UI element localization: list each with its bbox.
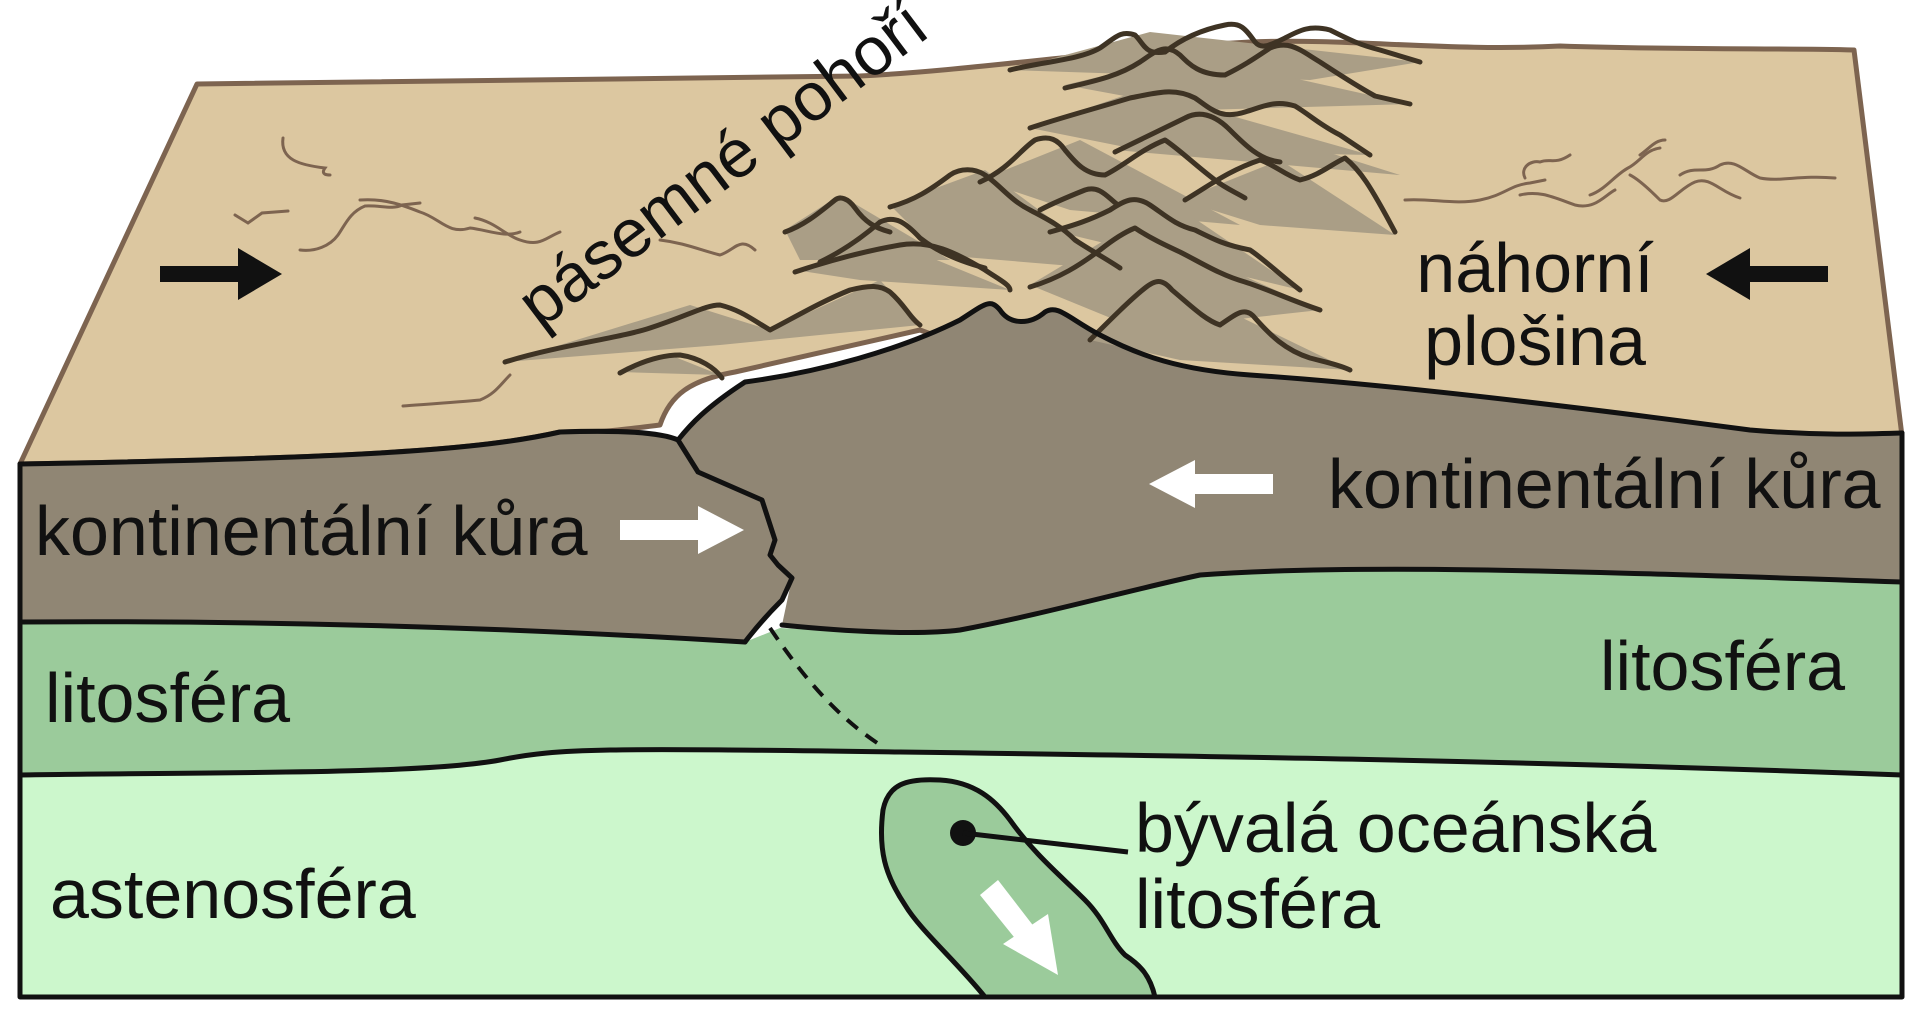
lithosphere-layer (20, 569, 1902, 775)
crust-top-outline (17, 301, 1905, 467)
surface-cracks (233, 136, 1837, 408)
label-crust-right: kontinentální kůra (1328, 445, 1881, 523)
crust-right (678, 303, 1902, 633)
arrow-right-icon (620, 520, 700, 540)
label-plateau-line1: náhorní (1416, 229, 1654, 307)
suture-outline (675, 437, 795, 645)
lithosphere-base-outline (17, 747, 1905, 778)
crust-base-right-outline (779, 566, 1905, 635)
label-lithosphere-left: litosféra (45, 659, 290, 737)
label-plateau-line2: plošina (1424, 302, 1646, 380)
label-lithosphere-right: litosféra (1600, 627, 1845, 705)
frame-outline (17, 430, 1905, 1000)
subduction-trace (768, 626, 887, 750)
crust-motion-arrow-left (620, 506, 744, 554)
mountain-ridgelines (502, 21, 1423, 381)
outlines (17, 301, 1905, 1000)
slab-former-oceanic-lithosphere (878, 777, 1158, 1000)
arrow-down-right-icon (980, 880, 1035, 942)
push-arrow-right (1706, 248, 1828, 300)
arrow-right-icon-head (698, 506, 744, 554)
arrow-right-icon-head (238, 248, 282, 300)
crust-left (20, 431, 792, 642)
arrow-right-icon (160, 266, 240, 282)
slab-leader-line (962, 830, 1129, 855)
push-arrow-left (160, 248, 282, 300)
slab-motion-arrow (980, 880, 1058, 975)
mountain-range (502, 21, 1423, 381)
arrow-down-right-icon-head (1003, 914, 1058, 975)
arrow-left-icon (1748, 266, 1828, 282)
arrow-left-icon (1193, 474, 1273, 494)
label-former-oceanic-line2: litosféra (1135, 865, 1380, 943)
label-crust-left: kontinentální kůra (35, 492, 588, 570)
crust-base-left-outline (17, 619, 748, 645)
arrow-left-icon-head (1149, 460, 1195, 508)
label-asthenosphere: astenosféra (50, 855, 416, 933)
crust-motion-arrow-right (1149, 460, 1273, 508)
arrow-left-icon-head (1706, 248, 1750, 300)
label-former-oceanic-line1: bývalá oceánská (1135, 789, 1657, 867)
